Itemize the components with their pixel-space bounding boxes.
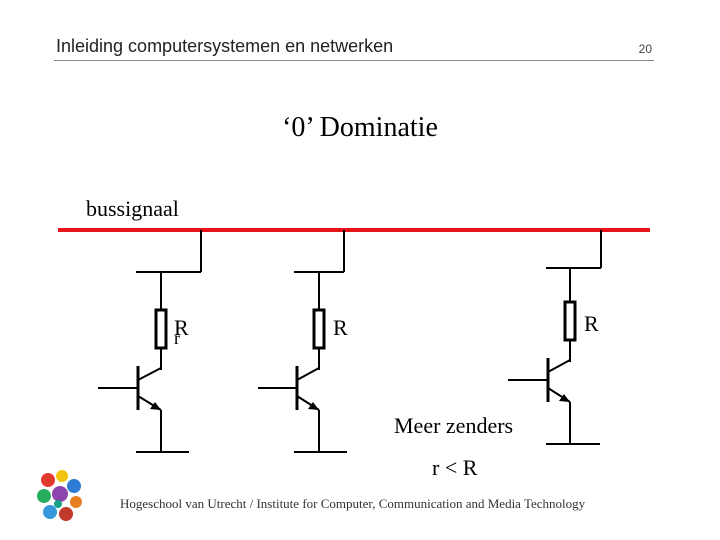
resistor-label-3: R — [584, 311, 599, 336]
circuit-1 — [98, 230, 202, 453]
resistor-2 — [312, 308, 326, 350]
resistor-3 — [563, 300, 577, 342]
arrow-1 — [150, 402, 161, 410]
header-title: Inleiding computersystemen en netwerken — [56, 36, 394, 56]
resistor-label-1: R — [174, 315, 189, 340]
meer-zenders-text: Meer zenders — [394, 413, 514, 438]
footer-text: Hogeschool van Utrecht / Institute for C… — [120, 496, 586, 511]
small-resistor-label: r — [174, 328, 180, 348]
bus-label: bussignaal — [86, 196, 179, 221]
arrow-2 — [308, 402, 319, 410]
circuit-3 — [508, 230, 602, 445]
r-less-than-R-text: r < R — [432, 455, 478, 480]
resistor-1 — [154, 308, 168, 350]
header-divider — [54, 60, 654, 61]
institute-logo-icon — [37, 470, 82, 521]
arrow-3 — [559, 394, 570, 402]
slide-title: ‘0’ Dominatie — [282, 112, 438, 143]
circuit-2 — [258, 230, 347, 453]
resistor-label-2: R — [333, 315, 348, 340]
page-number: 20 — [638, 42, 652, 56]
